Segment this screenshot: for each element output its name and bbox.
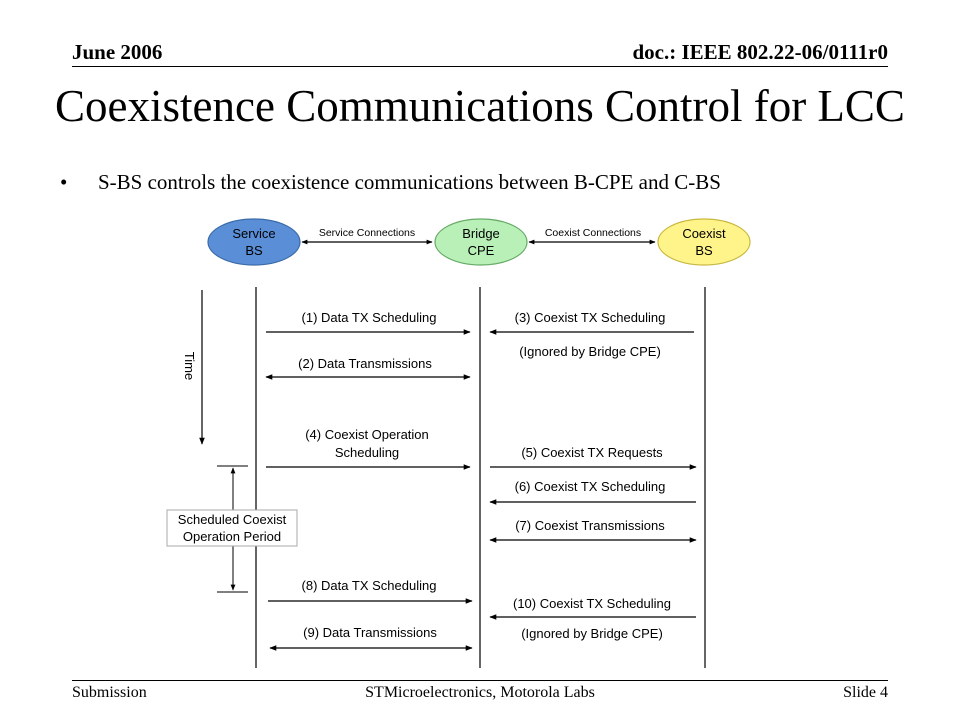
- message-5-label: (5) Coexist TX Requests: [521, 445, 663, 460]
- footer-rule: [72, 680, 888, 681]
- header-date: June 2006: [72, 40, 163, 64]
- period-label-box: [166, 509, 298, 547]
- slide-title: Coexistence Communications Control for L…: [55, 81, 905, 131]
- bridge-cpe-ellipse: [434, 218, 528, 266]
- coexist-bs-label-2: BS: [695, 243, 713, 258]
- bullet-item: • S-BS controls the coexistence communica…: [60, 170, 721, 195]
- node-coexist-bs: Coexist BS: [657, 218, 751, 266]
- service-bs-label-1: Service: [232, 226, 275, 241]
- node-service-bs: Service BS: [207, 218, 301, 266]
- message-3-note: (Ignored by Bridge CPE): [519, 344, 661, 359]
- message-10-note: (Ignored by Bridge CPE): [521, 626, 663, 641]
- node-bridge-cpe: Bridge CPE: [434, 218, 528, 266]
- coexist-bs-label-1: Coexist: [682, 226, 726, 241]
- message-2-label: (2) Data Transmissions: [298, 356, 432, 371]
- message-7-label: (7) Coexist Transmissions: [515, 518, 665, 533]
- header-rule: [72, 66, 888, 67]
- message-9-label: (9) Data Transmissions: [303, 625, 437, 640]
- bullet-symbol: •: [60, 170, 68, 194]
- period-label-1: Scheduled Coexist: [178, 512, 287, 527]
- footer-authors: STMicroelectronics, Motorola Labs: [365, 684, 595, 701]
- service-connections-label: Service Connections: [319, 227, 415, 239]
- header-doc-id: doc.: IEEE 802.22-06/0111r0: [632, 40, 888, 64]
- service-bs-ellipse: [207, 218, 301, 266]
- time-label: Time: [182, 352, 197, 380]
- footer-submission: Submission: [72, 684, 147, 701]
- message-4-label-1: (4) Coexist Operation: [305, 427, 429, 442]
- bridge-cpe-label-2: CPE: [468, 243, 495, 258]
- period-label-2: Operation Period: [183, 529, 281, 544]
- message-3-label: (3) Coexist TX Scheduling: [515, 310, 666, 325]
- footer-slide-number: Slide 4: [843, 684, 888, 701]
- message-4-label-2: Scheduling: [335, 445, 399, 460]
- message-6-label: (6) Coexist TX Scheduling: [515, 479, 666, 494]
- service-bs-label-2: BS: [245, 243, 263, 258]
- message-8-label: (8) Data TX Scheduling: [302, 578, 437, 593]
- bridge-cpe-label-1: Bridge: [462, 226, 500, 241]
- message-10-label: (10) Coexist TX Scheduling: [513, 596, 671, 611]
- coexist-bs-ellipse: [657, 218, 751, 266]
- bullet-text: S-BS controls the coexistence communicat…: [98, 170, 721, 194]
- coexist-connections-label: Coexist Connections: [545, 227, 641, 239]
- message-1-label: (1) Data TX Scheduling: [302, 310, 437, 325]
